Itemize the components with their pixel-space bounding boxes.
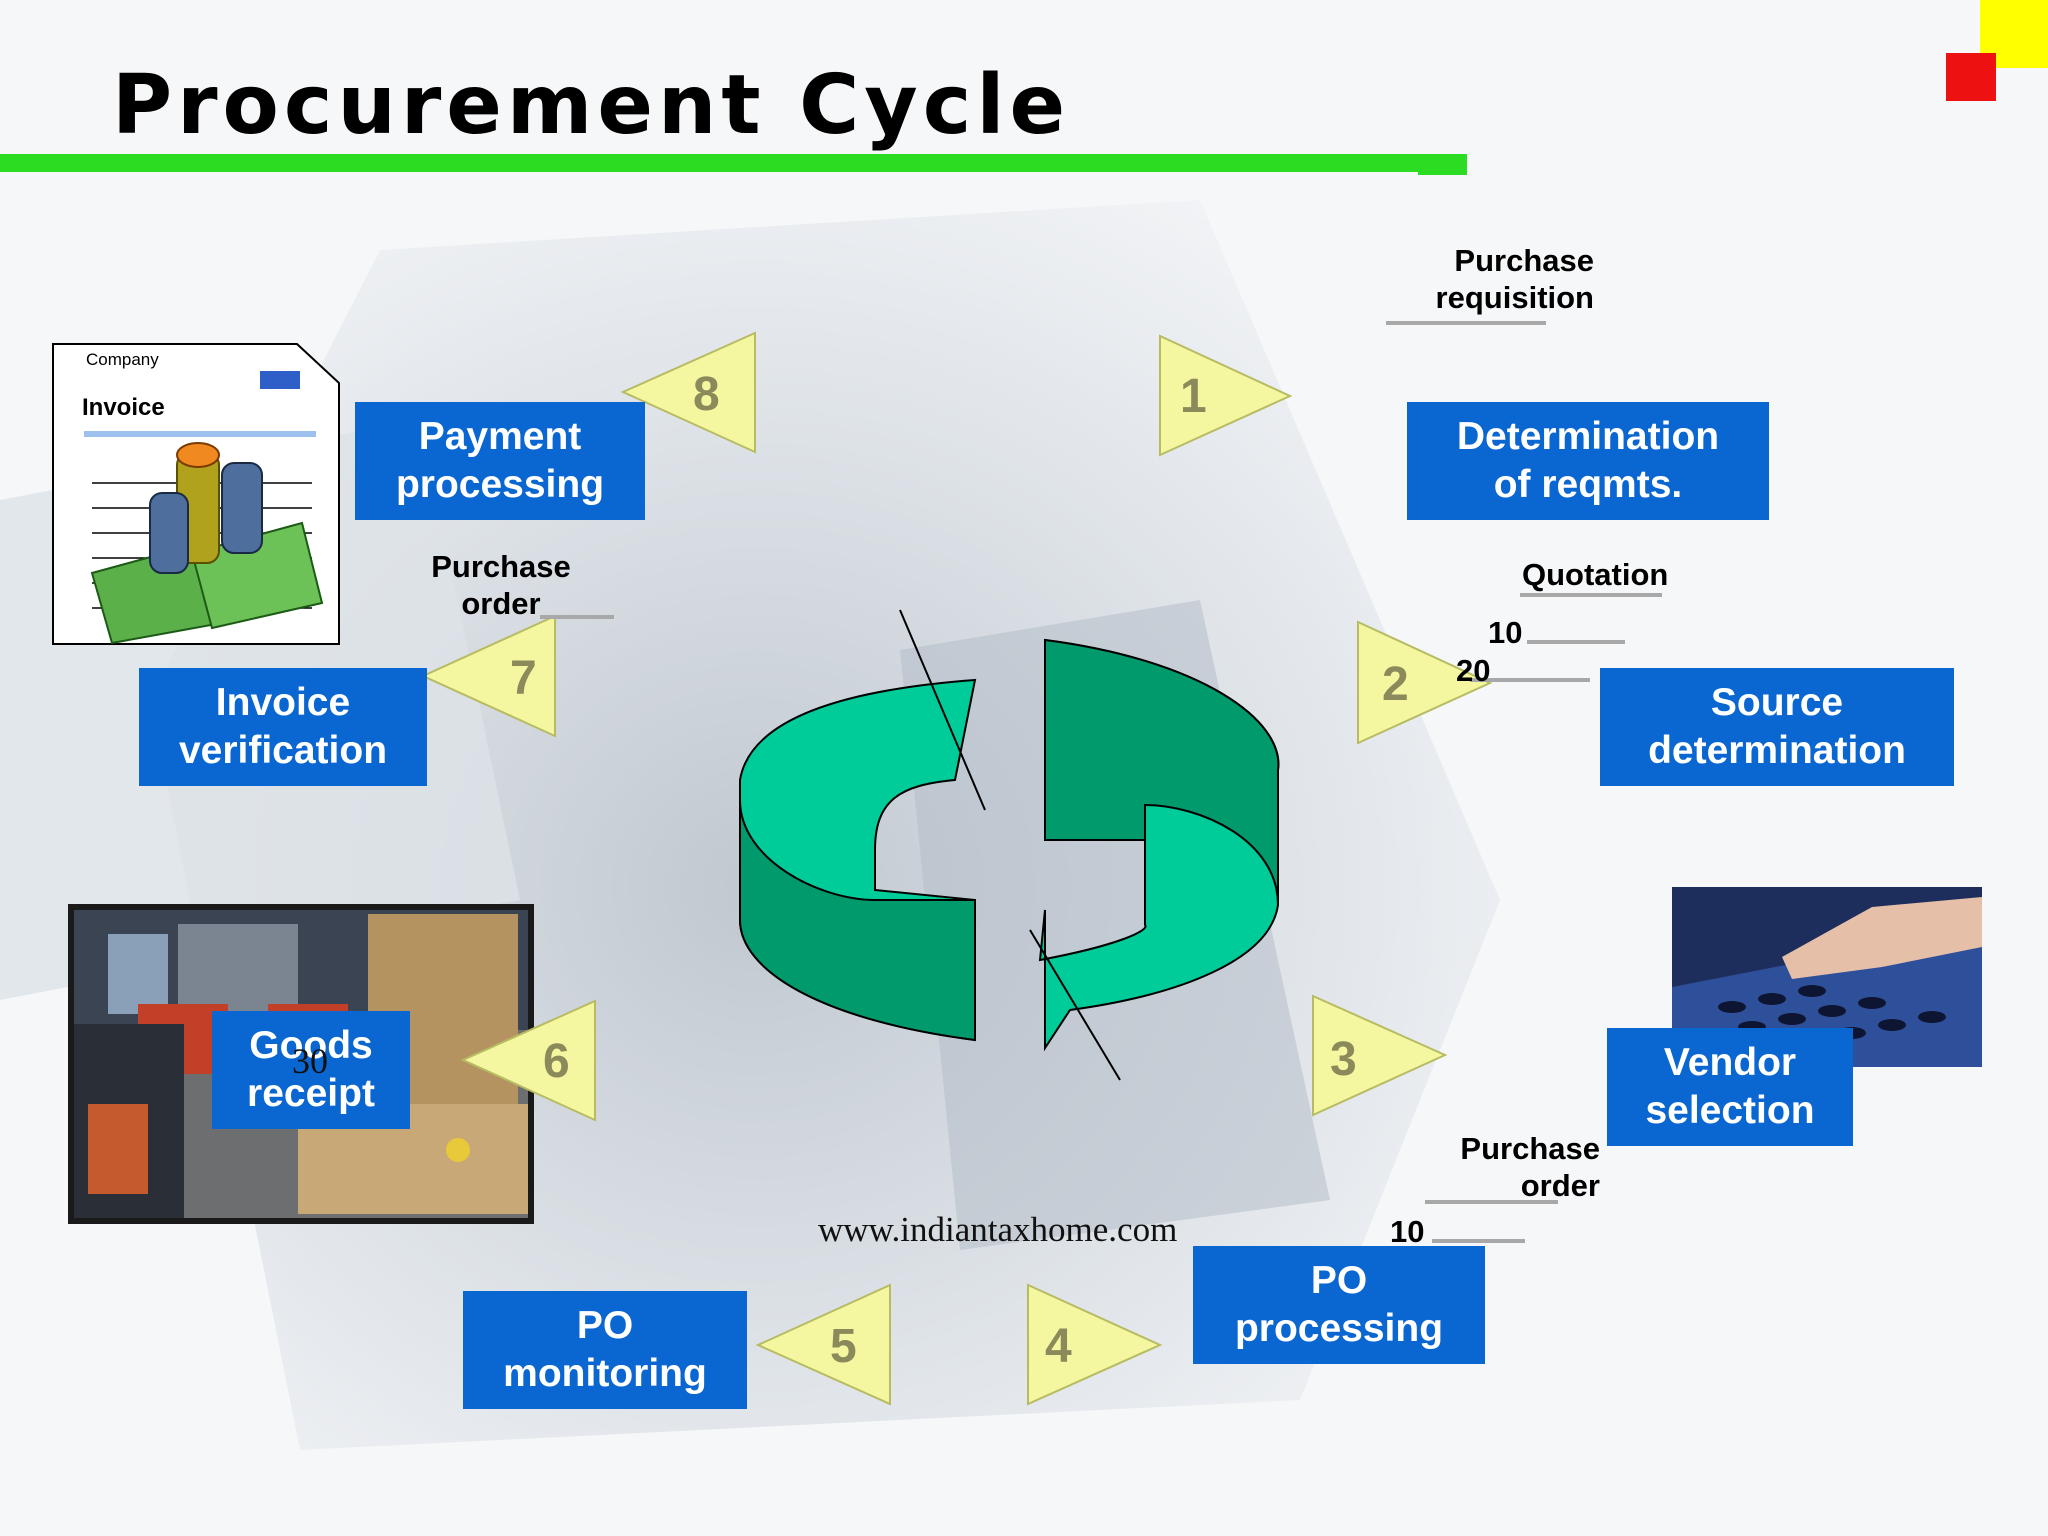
title-underline-notch xyxy=(1418,168,1467,175)
page-title: Procurement Cycle xyxy=(112,58,1071,153)
label-purchase-requisition: Purchase requisition xyxy=(1435,243,1594,315)
arrow-5 xyxy=(755,1283,891,1406)
step-number-1: 1 xyxy=(1180,370,1207,423)
label-goods-receipt-overlay: 30 xyxy=(292,1041,328,1081)
step-number-8: 8 xyxy=(693,368,720,421)
step-box-invoice-verification[interactable]: Invoice verification xyxy=(139,668,427,786)
title-underline xyxy=(0,154,1467,172)
step-number-4: 4 xyxy=(1045,1320,1072,1373)
label-quotation: Quotation xyxy=(1522,557,1669,592)
step-number-7: 7 xyxy=(510,652,537,705)
arrow-2 xyxy=(1357,620,1493,745)
step-number-6: 6 xyxy=(543,1035,570,1088)
arrow-8 xyxy=(620,331,756,454)
label-po-right-line: 10 xyxy=(1390,1214,1425,1249)
invoice-title-text: Invoice xyxy=(82,394,165,421)
label-quotation-line-2: 20 xyxy=(1456,653,1491,688)
step-number-5: 5 xyxy=(830,1320,857,1373)
step-box-po-processing[interactable]: PO processing xyxy=(1193,1246,1485,1364)
arrow-3 xyxy=(1312,994,1448,1117)
label-purchase-order-left: Purchase order xyxy=(431,549,571,621)
arrow-7 xyxy=(420,614,556,738)
step-box-vendor-selection[interactable]: Vendor selection xyxy=(1607,1028,1853,1146)
step-number-2: 2 xyxy=(1382,658,1409,711)
step-box-po-monitoring[interactable]: PO monitoring xyxy=(463,1291,747,1409)
arrow-4 xyxy=(1027,1283,1163,1406)
label-quotation-line-1: 10 xyxy=(1488,615,1523,650)
step-box-goods-receipt[interactable]: Goods receipt xyxy=(212,1011,410,1129)
step-box-determination-of-reqmts[interactable]: Determination of reqmts. xyxy=(1407,402,1769,520)
arrow-6 xyxy=(460,999,596,1122)
corner-red-square xyxy=(1946,53,1996,101)
step-box-payment-processing[interactable]: Payment processing xyxy=(355,402,645,520)
step-number-3: 3 xyxy=(1330,1033,1357,1086)
cycle-arrows-graphic xyxy=(739,609,1280,1081)
website-url[interactable]: www.indiantaxhome.com xyxy=(818,1210,1178,1249)
label-purchase-order-right: Purchase order xyxy=(1460,1131,1600,1203)
arrow-1 xyxy=(1159,334,1293,457)
step-box-source-determination[interactable]: Source determination xyxy=(1600,668,1954,786)
invoice-company-text: Company xyxy=(86,350,159,369)
invoice-money-illustration: Company Invoice xyxy=(52,343,340,645)
